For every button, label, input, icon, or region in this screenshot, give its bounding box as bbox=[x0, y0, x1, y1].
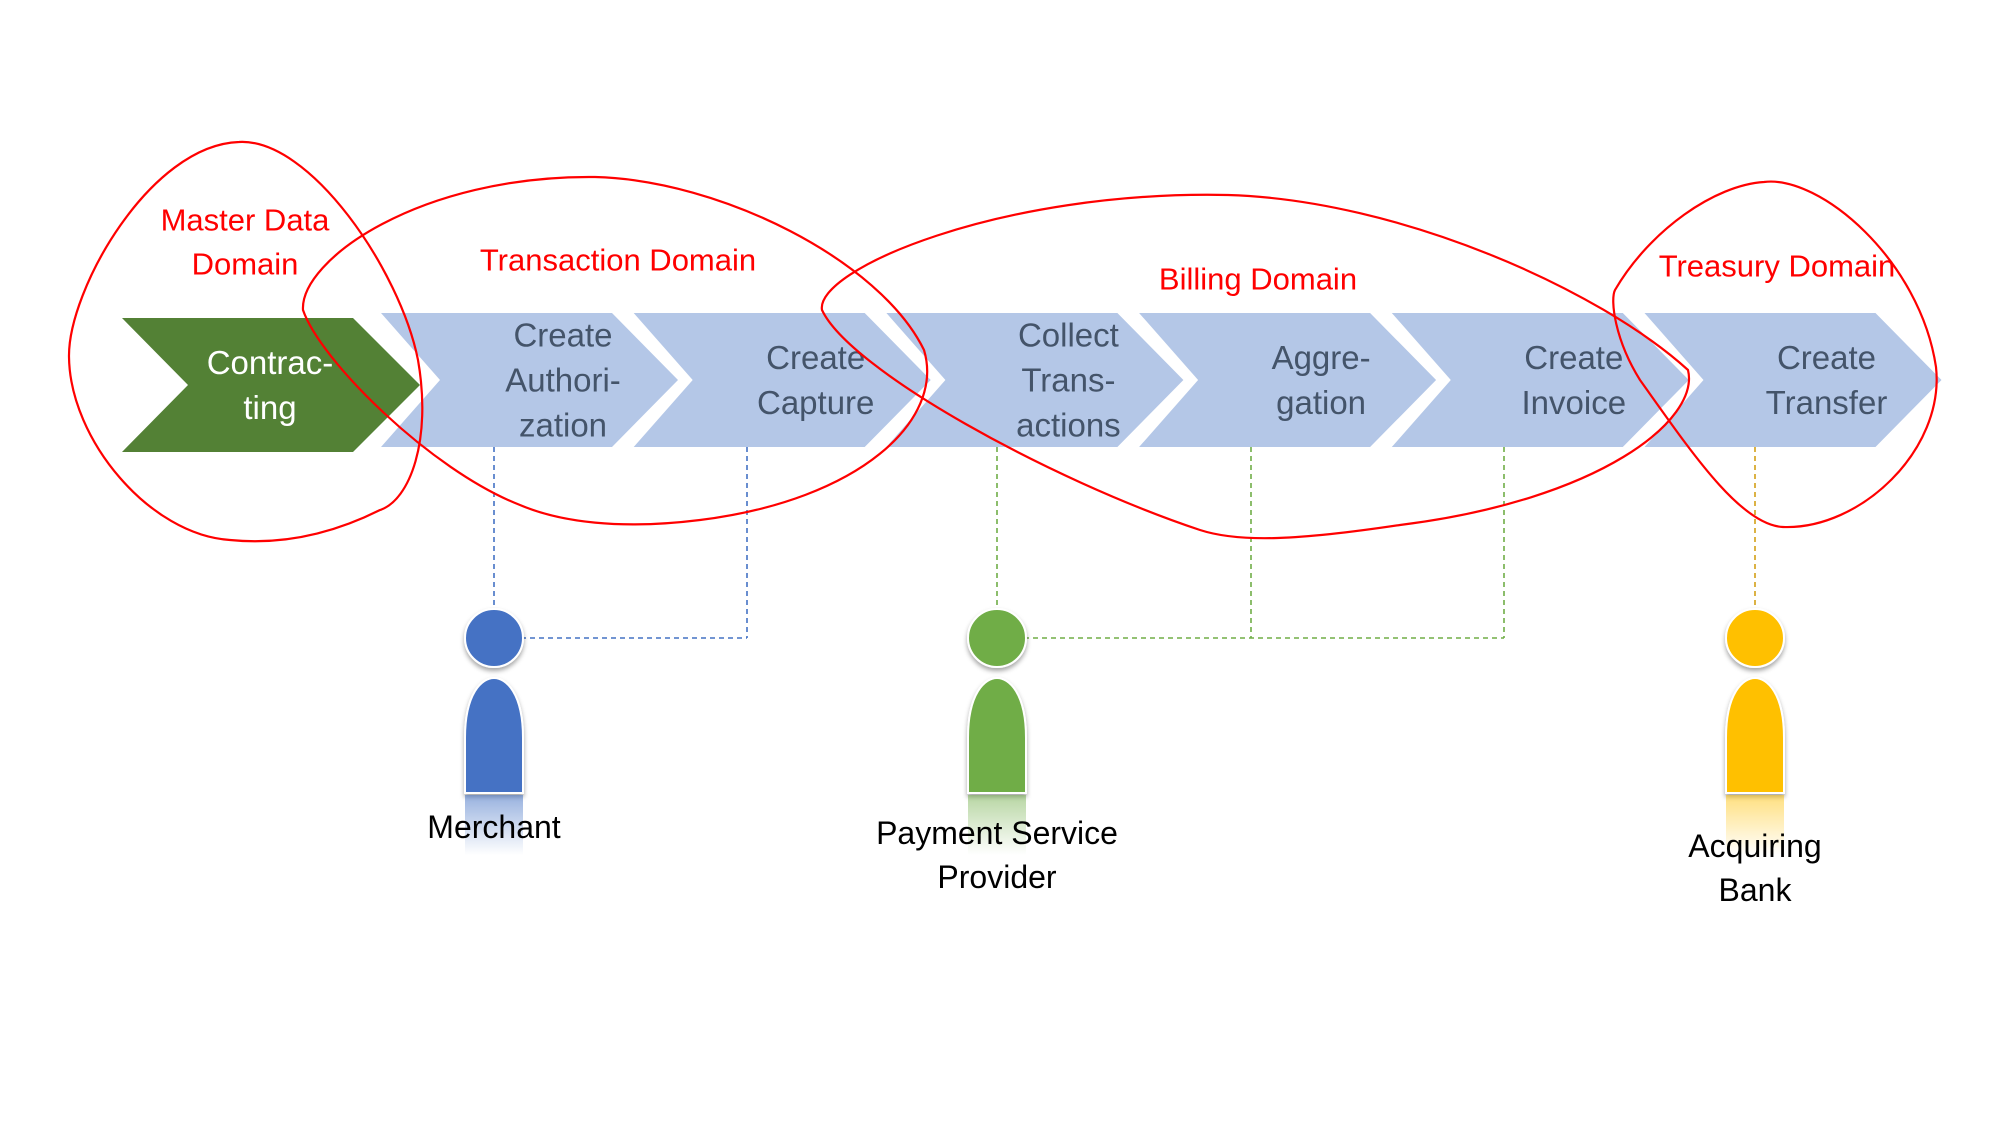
person-reflection bbox=[968, 795, 1026, 855]
domain-label-line: Domain bbox=[192, 247, 299, 282]
person-body bbox=[464, 676, 524, 794]
chevron-shape bbox=[886, 313, 1184, 447]
person-body bbox=[1725, 676, 1785, 794]
connector-lines bbox=[493, 447, 1756, 639]
domain-transaction: Transaction Domain bbox=[301, 175, 929, 526]
step-label-line: Capture bbox=[757, 384, 874, 421]
domain-treasury: Treasury Domain bbox=[1612, 180, 1938, 529]
actor-merchant[interactable]: Merchant bbox=[427, 608, 561, 855]
process-chevrons: Contrac-tingCreateAuthori-zationCreateCa… bbox=[122, 313, 1942, 452]
person-reflection bbox=[1726, 795, 1784, 855]
step-contracting[interactable]: Contrac-ting bbox=[122, 318, 420, 452]
person-icon bbox=[967, 608, 1027, 855]
actor-label-line: Payment Service bbox=[876, 815, 1118, 851]
step-label-line: ting bbox=[243, 389, 296, 426]
step-label-line: Transfer bbox=[1766, 384, 1888, 421]
person-body bbox=[967, 676, 1027, 794]
step-label-line: Create bbox=[766, 339, 865, 376]
step-label-line: Collect bbox=[1018, 317, 1119, 354]
actor-label-line: Merchant bbox=[427, 809, 561, 845]
step-label-line: zation bbox=[519, 407, 607, 444]
domain-label-line: Master Data bbox=[161, 203, 331, 238]
actor-label-line: Bank bbox=[1719, 872, 1793, 908]
domain-outline bbox=[820, 193, 1691, 540]
actor-label-line: Provider bbox=[937, 859, 1057, 895]
domain-billing: Billing Domain bbox=[820, 193, 1691, 540]
step-label-line: Create bbox=[513, 317, 612, 354]
person-head bbox=[967, 608, 1027, 668]
domain-outline bbox=[301, 175, 929, 526]
chevron-shape bbox=[1139, 313, 1437, 447]
domain-label-line: Treasury Domain bbox=[1659, 249, 1896, 284]
person-head bbox=[1725, 608, 1785, 668]
domain-label-line: Transaction Domain bbox=[480, 243, 756, 278]
actor-label-line: Acquiring bbox=[1688, 828, 1821, 864]
domain-outline bbox=[67, 140, 424, 543]
step-label-line: Create bbox=[1777, 339, 1876, 376]
person-head bbox=[464, 608, 524, 668]
domain-outline bbox=[1612, 180, 1938, 529]
chevron-shape bbox=[122, 318, 420, 452]
step-aggregation[interactable]: Aggre-gation bbox=[1139, 313, 1437, 447]
step-label-line: Aggre- bbox=[1272, 339, 1371, 376]
domain-label-line: Billing Domain bbox=[1159, 262, 1357, 297]
person-reflection bbox=[465, 795, 523, 855]
step-label-line: Trans- bbox=[1021, 362, 1115, 399]
chevron-shape bbox=[1644, 313, 1942, 447]
chevron-shape bbox=[1391, 313, 1689, 447]
chevron-shape bbox=[633, 313, 931, 447]
step-label-line: Invoice bbox=[1522, 384, 1627, 421]
step-label-line: Authori- bbox=[505, 362, 621, 399]
step-label-line: Create bbox=[1524, 339, 1623, 376]
step-label-line: gation bbox=[1276, 384, 1366, 421]
chevron-shape bbox=[381, 313, 678, 447]
step-label-line: actions bbox=[1016, 407, 1121, 444]
person-icon bbox=[464, 608, 524, 855]
step-label-line: Contrac- bbox=[207, 344, 334, 381]
person-icon bbox=[1725, 608, 1785, 855]
